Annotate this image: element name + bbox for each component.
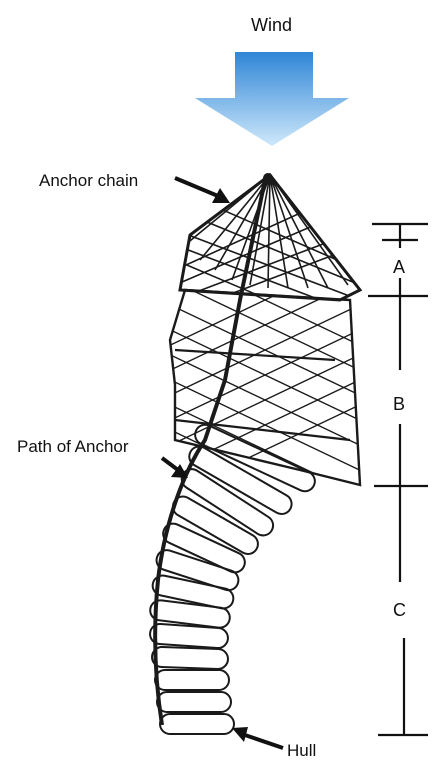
wind-label: Wind xyxy=(251,16,292,34)
net-part-a xyxy=(175,175,360,330)
wind-arrow-icon xyxy=(195,52,349,146)
segment-b-label: B xyxy=(393,395,405,413)
anchor-chain-label: Anchor chain xyxy=(39,172,138,189)
hull-pointer xyxy=(232,727,283,748)
path-of-anchor-label: Path of Anchor xyxy=(17,438,129,455)
segment-c-label: C xyxy=(393,601,406,619)
hull-label: Hull xyxy=(287,742,316,759)
anchor-path-line xyxy=(155,180,265,725)
path-of-anchor-pointer xyxy=(162,458,188,478)
segment-a-label: A xyxy=(393,258,405,276)
anchor-chain-pointer xyxy=(175,178,230,203)
segment-bracket xyxy=(368,224,428,735)
anchor-point xyxy=(263,173,273,183)
